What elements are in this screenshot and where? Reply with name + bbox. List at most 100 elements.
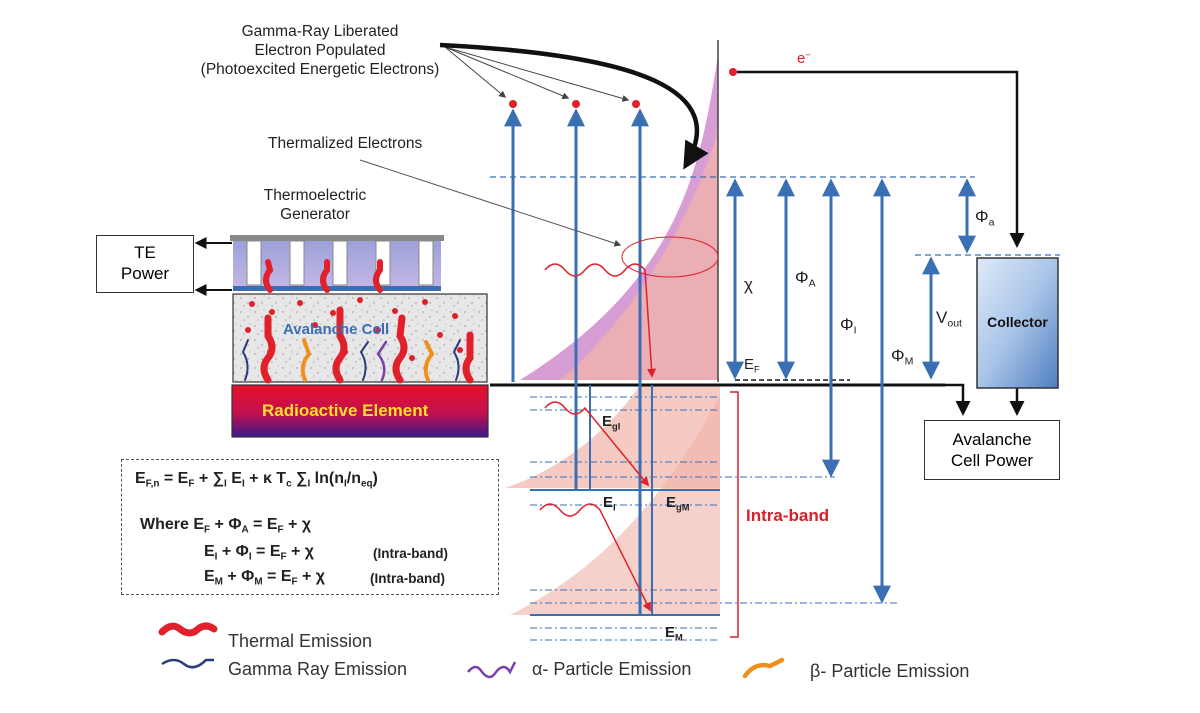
avalanche-cell-box — [232, 293, 488, 383]
eq3-part: + Φ — [217, 543, 249, 560]
equation-line-1: EF,n = EF + ∑I EI + κ Tc ∑I ln(nI/neq) — [135, 470, 378, 489]
intra-band-distribution-lower — [510, 395, 720, 615]
phi-m-symbol: Φ — [891, 346, 905, 365]
phi-m-label: ΦM — [891, 346, 913, 368]
eq1-sub: c — [286, 478, 292, 490]
thermoelectric-generator-label: Thermoelectric Generator — [240, 186, 390, 224]
phi-i-label: ΦI — [840, 315, 857, 337]
phi-a-symbol: Φ — [795, 268, 809, 287]
e-f-subscript: F — [754, 364, 760, 375]
eq4-part: E — [204, 568, 215, 585]
eq4-sub: F — [291, 576, 298, 588]
phi-m-subscript: M — [904, 355, 914, 368]
chi-label: χ — [744, 275, 753, 294]
eq1-part: /n — [346, 470, 361, 487]
e-gm-symbol: E — [666, 494, 677, 511]
equation-line-3-note: (Intra-band) — [373, 546, 448, 561]
legend-thermal-label: Thermal Emission — [228, 631, 373, 651]
v-out-subscript: out — [947, 317, 962, 330]
avalanche-power-line2: Cell Power — [950, 451, 1034, 470]
gamma-label-line2: Electron Populated — [254, 42, 386, 59]
phi-i-subscript: I — [853, 324, 857, 337]
eq2-sub: F — [204, 524, 211, 536]
eq1-sub: I — [343, 478, 347, 490]
eq1-part: E — [226, 470, 242, 487]
equation-box — [121, 459, 499, 595]
equation-line-2: Where EF + ΦA = EF + χ — [140, 516, 311, 535]
e-gm-subscript: gM — [676, 502, 690, 513]
v-out-label: Vout — [936, 308, 962, 330]
eq1-part: ) — [372, 470, 378, 487]
eq3-sub: I — [248, 551, 252, 563]
legend-alpha-glyph — [467, 661, 517, 679]
equation-line-4-note: (Intra-band) — [370, 571, 445, 586]
phi-i-symbol: Φ — [840, 315, 854, 334]
thermalized-electrons-label: Thermalized Electrons — [268, 135, 423, 152]
te-power-line2: Power — [120, 264, 170, 283]
phi-a-upper-label: ΦA — [795, 268, 816, 290]
eq1-sub: F — [188, 478, 195, 490]
electron-symbol: e — [797, 50, 806, 68]
eq2-sub: A — [241, 524, 249, 536]
eq3-sub: F — [280, 551, 287, 563]
teg-label-line1: Thermoelectric — [263, 187, 367, 204]
legend-gamma-glyph — [161, 658, 214, 669]
v-out-symbol: V — [936, 308, 948, 327]
eq1-part: E — [135, 470, 146, 487]
legend-alpha-label: α- Particle Emission — [532, 659, 692, 679]
legend-beta-glyph — [742, 657, 785, 679]
eq4-sub: M — [254, 576, 263, 588]
radioactive-element-label: Radioactive Element — [262, 401, 429, 420]
avalanche-cell-label: Avalanche Cell — [283, 321, 390, 338]
gamma-liberated-label: Gamma-Ray Liberated Electron Populated (… — [195, 22, 445, 79]
eq1-sub: F,n — [145, 478, 160, 490]
legend-beta-label: β- Particle Emission — [810, 661, 970, 681]
eq4-part: + Φ — [222, 568, 255, 585]
eq1-sub: eq — [360, 478, 373, 490]
e-gi-symbol: E — [602, 413, 613, 430]
e-f-symbol: E — [744, 356, 755, 373]
eq3-part: E — [204, 543, 215, 560]
eq1-sub: I — [224, 478, 227, 490]
phi-a-subscript: A — [808, 277, 816, 290]
e-gi-label: EgI — [602, 413, 620, 431]
e-m-subscript: M — [675, 632, 683, 643]
eq1-part: + κ T — [244, 470, 287, 487]
gamma-label-line1: Gamma-Ray Liberated — [241, 23, 399, 40]
phi-a-lower-subscript: a — [988, 216, 995, 229]
e-gm-label: EgM — [666, 494, 689, 512]
electron-superscript: − — [805, 50, 811, 60]
eq4-part: = E — [262, 568, 292, 585]
eq2-part: + Φ — [210, 516, 242, 533]
eq2-part: + χ — [283, 516, 312, 533]
equation-line-4: EM + ΦM = EF + χ — [204, 568, 325, 587]
e-m-label: EM — [665, 624, 683, 642]
eq4-sub: M — [214, 576, 223, 588]
collector-box — [976, 257, 1059, 389]
intra-band-label: Intra-band — [746, 506, 830, 525]
eq1-sub: I — [307, 478, 311, 490]
eq1-part: ∑ — [291, 470, 308, 487]
eq1-sub: I — [241, 478, 245, 490]
eq2-part: Where E — [140, 516, 205, 533]
legend-gamma-label: Gamma Ray Emission — [228, 659, 408, 679]
phi-a-lower-symbol: Φ — [975, 207, 989, 226]
e-gi-subscript: gI — [612, 421, 621, 432]
eq1-part: ln(n — [310, 470, 344, 487]
eq3-part: = E — [251, 543, 281, 560]
e-i-subscript: I — [613, 502, 616, 513]
eq2-sub: F — [277, 524, 284, 536]
e-f-label: EF — [744, 356, 760, 374]
radioactive-element-box — [231, 384, 489, 438]
te-power-line1: TE — [134, 243, 156, 262]
e-i-label: EI — [603, 494, 616, 512]
eq3-sub: I — [214, 551, 218, 563]
eq1-part: + ∑ — [194, 470, 225, 487]
avalanche-power-line1: Avalanche — [952, 430, 1032, 449]
electron-label: e− — [797, 50, 811, 67]
thermoelectric-generator-art — [230, 235, 444, 291]
teg-label-line2: Generator — [280, 206, 350, 223]
te-power-box: TE Power — [96, 235, 194, 293]
